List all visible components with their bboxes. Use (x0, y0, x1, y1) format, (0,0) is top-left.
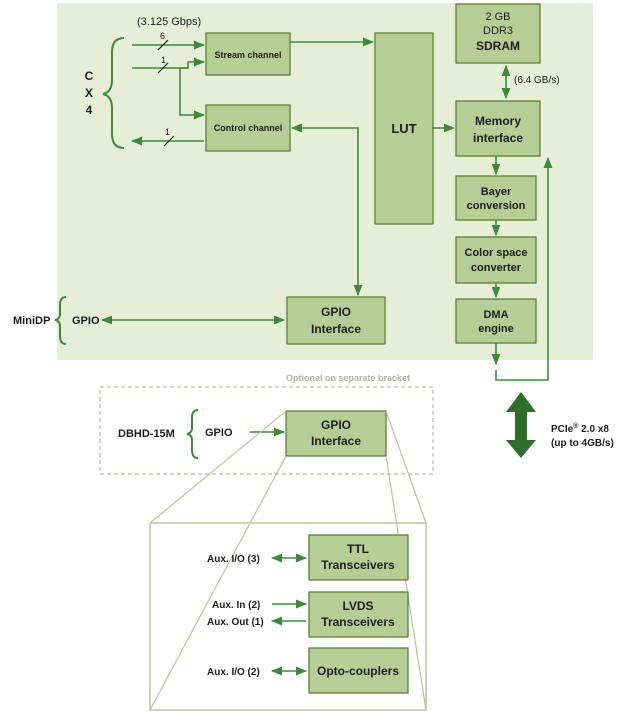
ttl-line2: Transceivers (321, 558, 395, 572)
sdram-line3: SDRAM (476, 39, 520, 53)
lvds-out-label: Aux. Out (1) (207, 617, 264, 628)
pcie-registered: ® (573, 422, 579, 430)
aux-expansion-frame (149, 522, 427, 711)
lane-1b-count: 1 (165, 127, 170, 137)
lvds-line1: LVDS (342, 599, 373, 613)
lane-1a-slash (157, 62, 169, 74)
gpio-to-control-arrow (290, 123, 363, 297)
control-channel-box (205, 104, 291, 152)
minidp-gpio-label: GPIO (72, 315, 100, 327)
lvds-line2: Transceivers (321, 615, 395, 629)
lut-box (374, 32, 434, 225)
ttl-aux-label: Aux. I/O (3) (207, 554, 260, 565)
sdram-box (455, 3, 541, 64)
sdram-line1: 2 GB (485, 11, 510, 23)
memory-bandwidth: (6.4 GB/s) (514, 75, 560, 86)
minidp-brace (54, 296, 67, 345)
zoom-line-left-outer (149, 410, 287, 524)
lane-1b-slash (163, 135, 175, 147)
gpio-interface-line2: Interface (311, 322, 361, 336)
color-space-box (455, 236, 537, 284)
gpio-interface-line1: GPIO (321, 305, 351, 319)
opto-aux-label: Aux. I/O (2) (207, 667, 260, 678)
bracket-gpio-box (285, 410, 387, 457)
minidp-connector-label: MiniDP (13, 315, 50, 327)
lut-label: LUT (391, 121, 416, 136)
pcie-bus-bracket (495, 370, 549, 381)
dma-line2: engine (478, 323, 513, 335)
opto-line1: Opto-couplers (317, 664, 399, 678)
ttl-box (308, 534, 409, 581)
lane-6-count: 6 (160, 31, 165, 41)
lvds-in-label: Aux. In (2) (212, 600, 260, 611)
cx4-letter-4: 4 (86, 103, 93, 117)
memory-interface-line2: interface (473, 131, 523, 145)
pcie-speed: (up to 4GB/s) (551, 438, 614, 449)
color-space-line2: converter (471, 262, 522, 274)
lane-1a-count: 1 (161, 55, 166, 65)
lvds-box (308, 591, 409, 638)
memory-interface-box (455, 100, 541, 157)
dma-line1: DMA (483, 309, 508, 321)
lane-1a-route (179, 68, 206, 120)
cx4-letter-c: C (85, 69, 94, 83)
bracket-gpio-label: GPIO (205, 427, 233, 439)
sdram-line2: DDR3 (483, 25, 513, 37)
stream-channel-box (205, 32, 291, 76)
bracket-connector-label: DBHD-15M (118, 428, 175, 440)
zoom-line-right-inner (385, 455, 427, 711)
lane-1a-stream (180, 57, 206, 69)
pcie-double-arrow (506, 392, 536, 458)
zoom-line-right-outer (385, 410, 427, 524)
bracket-gpio-line2: Interface (311, 434, 361, 448)
gpio-interface-box (286, 296, 386, 345)
dma-box (455, 298, 537, 344)
opto-box (308, 647, 409, 694)
bayer-box (455, 175, 537, 221)
bracket-caption: Optional on separate bracket (286, 373, 410, 383)
cx4-rate: (3.125 Gbps) (137, 16, 201, 28)
pcie-label: PCIe® 2.0 x8 (551, 422, 609, 435)
pcie-name: PCIe (551, 424, 574, 435)
bayer-line1: Bayer (481, 186, 512, 198)
cx4-brace (102, 37, 125, 149)
ttl-line1: TTL (347, 542, 369, 556)
stream-channel-label: Stream channel (214, 50, 281, 60)
bayer-line2: conversion (467, 200, 526, 212)
cx4-letter-x: X (85, 86, 93, 100)
bracket-brace (186, 409, 199, 459)
control-channel-label: Control channel (214, 123, 283, 133)
lane-6-slash (157, 39, 169, 51)
memory-interface-line1: Memory (475, 114, 521, 128)
color-space-line1: Color space (465, 247, 528, 259)
zoom-line-left-inner (149, 455, 287, 711)
bracket-gpio-line1: GPIO (321, 418, 351, 432)
pcie-version: 2.0 x8 (578, 424, 609, 435)
